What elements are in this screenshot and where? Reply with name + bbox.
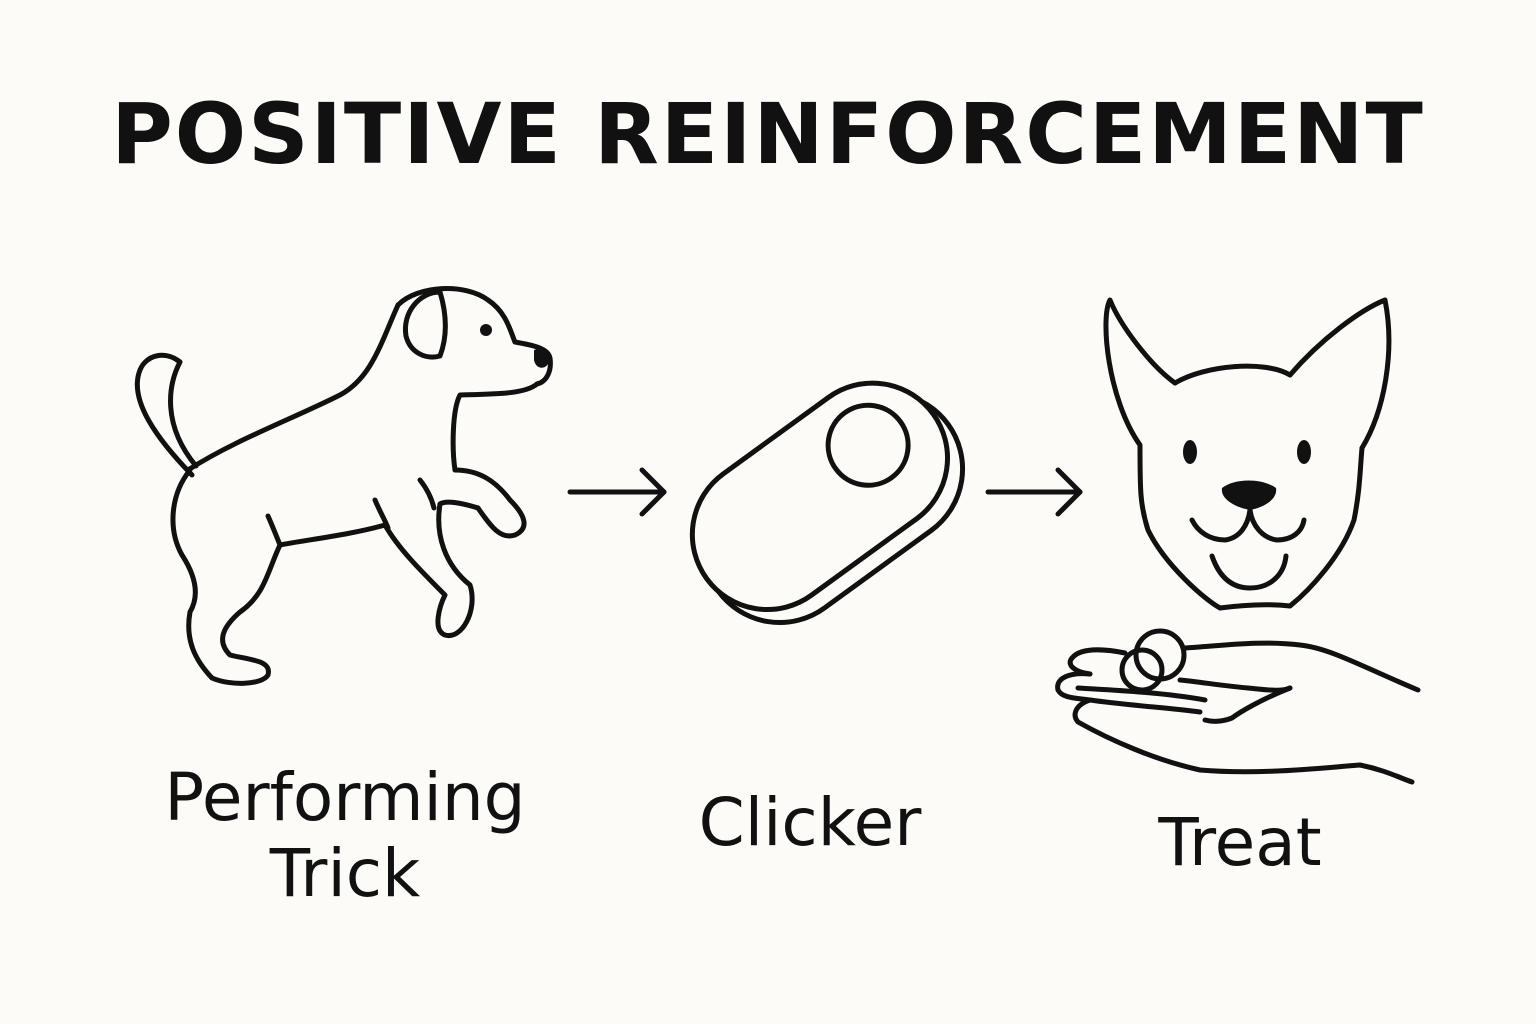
clicker-icon <box>689 380 966 626</box>
dog-face-icon <box>1103 297 1392 611</box>
step-label-clicker: Clicker <box>698 784 922 861</box>
arrow-right-icon <box>985 467 1083 517</box>
diagram-title: POSITIVE REINFORCEMENT <box>111 85 1425 183</box>
step-label-treat: Treat <box>1158 804 1322 881</box>
hand-with-treat-icon <box>1055 628 1421 785</box>
step-label-performing-trick: Performing Trick <box>164 759 526 912</box>
arrow-right-icon <box>567 467 667 517</box>
dog-icon <box>134 286 553 686</box>
